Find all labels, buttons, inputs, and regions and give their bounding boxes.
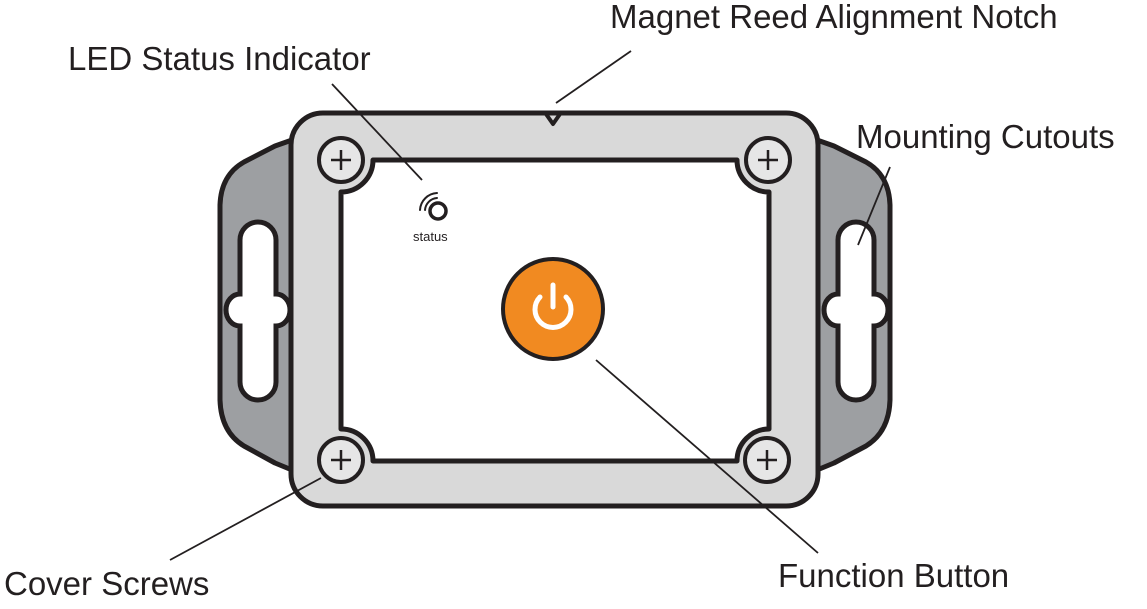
plus-icon: [331, 150, 351, 170]
leader-line-function: [595, 359, 819, 554]
cover-screw-bottom-left: [317, 436, 365, 484]
leader-line-mounting: [857, 166, 891, 246]
function-button-label: Function Button: [778, 557, 1010, 594]
led-status-indicator-label: LED Status Indicator: [68, 40, 371, 77]
plus-icon: [758, 150, 778, 170]
leader-line-notch: [555, 50, 632, 104]
callout-leader-lines: [169, 50, 891, 561]
plus-icon: [331, 450, 351, 470]
led-status-indicator: status: [413, 192, 448, 244]
wireless-signal-icon: [419, 192, 438, 211]
left-mounting-cutout: [223, 219, 293, 403]
plus-icon: [757, 450, 777, 470]
function-button[interactable]: [501, 257, 605, 361]
power-icon: [532, 282, 574, 330]
cover-screw-bottom-right: [743, 436, 791, 484]
right-mounting-cutout: [821, 219, 891, 403]
cover-screw-top-right: [744, 136, 792, 184]
magnet-reed-alignment-notch: [544, 112, 562, 126]
led-ring: [428, 201, 448, 221]
mounting-cutouts-label: Mounting Cutouts: [856, 118, 1115, 155]
cover-screw-top-left: [317, 136, 365, 184]
status-label: status: [413, 229, 448, 244]
right-mounting-tab: [814, 137, 893, 473]
cover-screws-label: Cover Screws: [4, 565, 210, 602]
leader-line-led: [331, 83, 423, 181]
leader-line-screws: [169, 477, 322, 561]
magnet-reed-alignment-notch-label: Magnet Reed Alignment Notch: [610, 0, 1058, 35]
left-mounting-tab: [217, 137, 295, 473]
